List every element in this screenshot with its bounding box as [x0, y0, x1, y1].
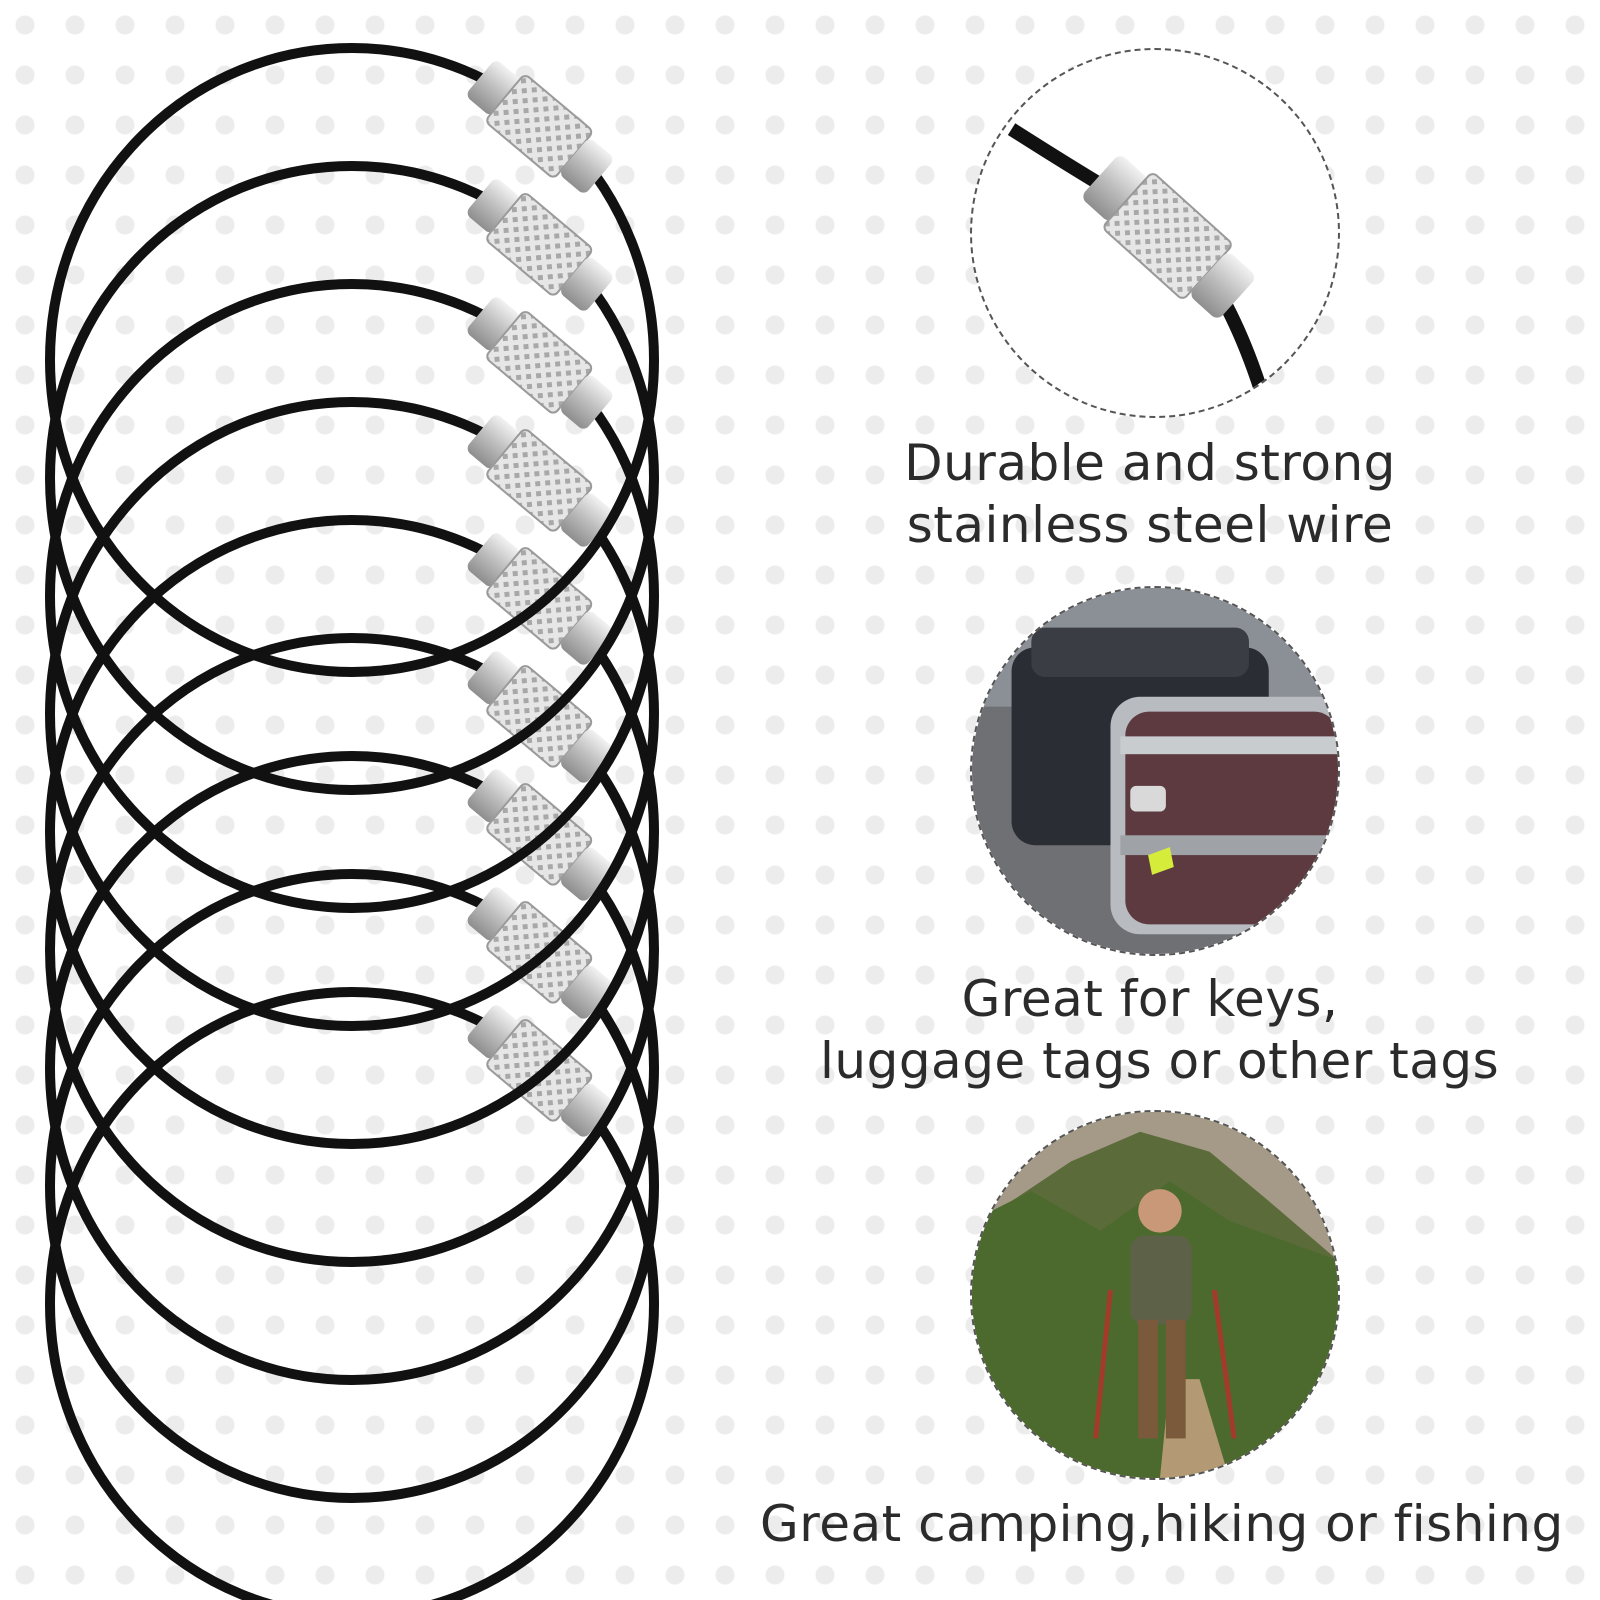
screw-lock [467, 1005, 613, 1137]
wire-closeup-circle [970, 48, 1340, 418]
screw-lock [467, 297, 613, 429]
wire-ring [45, 397, 659, 1031]
hiker-photo [972, 1112, 1338, 1478]
caption-line: Great for keys, [961, 970, 1339, 1028]
wire-ring [45, 869, 659, 1503]
wire-ring [45, 633, 659, 1267]
hiker-photo-circle [970, 1110, 1340, 1480]
wire-ring [45, 987, 659, 1600]
luggage-photo [972, 588, 1338, 954]
feature-caption-durable: Durable and strong stainless steel wire [870, 432, 1430, 556]
wire-lock-closeup-image [1007, 123, 1276, 416]
caption-line: Durable and strong [904, 434, 1396, 492]
screw-lock [467, 533, 613, 665]
caption-line: luggage tags or other tags [820, 1032, 1500, 1090]
wire-ring [45, 515, 659, 1149]
feature-caption-camping: Great camping,hiking or fishing [760, 1493, 1564, 1555]
screw-lock [467, 415, 613, 547]
screw-lock [467, 179, 613, 311]
screw-lock [467, 769, 613, 901]
screw-lock [467, 61, 613, 193]
wire-rings-illustration [45, 43, 659, 1600]
wire-ring [45, 43, 659, 677]
feature-caption-keys: Great for keys, luggage tags or other ta… [820, 968, 1500, 1092]
wire-ring [45, 279, 659, 913]
wire-ring [45, 751, 659, 1385]
wire-ring [45, 161, 659, 795]
caption-line: Great camping,hiking or fishing [760, 1495, 1564, 1553]
luggage-photo-circle [970, 586, 1340, 956]
caption-line: stainless steel wire [906, 496, 1394, 554]
